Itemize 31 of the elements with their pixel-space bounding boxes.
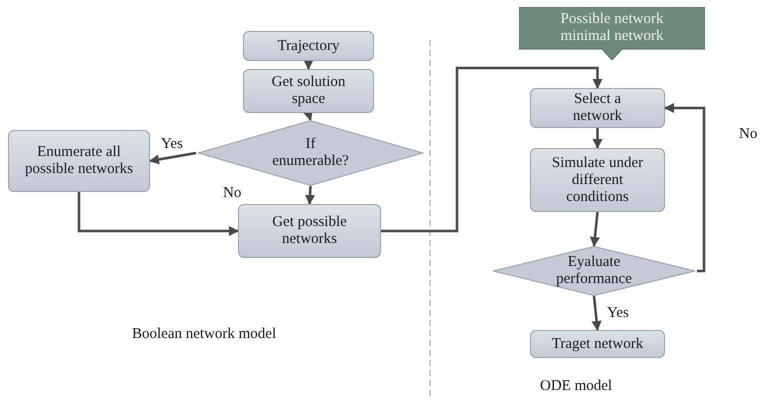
section-caption: Boolean network model [132, 326, 276, 343]
node-text: Select a network [572, 91, 624, 125]
arrow [664, 103, 706, 272]
arrow [78, 192, 239, 236]
callout-box [519, 7, 705, 60]
arrow [592, 128, 602, 149]
node-text: Trajectory [278, 38, 340, 54]
arrow [381, 66, 602, 232]
process-box [238, 204, 381, 258]
decision-diamond [196, 120, 425, 186]
node-text: Enumerate all possible networks [24, 144, 134, 178]
process-box [243, 31, 374, 61]
arrow [592, 296, 602, 331]
node-text: If enumerable? [271, 136, 350, 170]
decision-diamond [491, 246, 697, 296]
node-text: Get solution space [270, 74, 346, 108]
node-text: Traget network [552, 336, 644, 352]
process-box [8, 130, 150, 192]
process-box [530, 330, 665, 358]
section-caption: ODE model [540, 378, 612, 395]
node-text: Get possible networks [271, 214, 348, 248]
arrow [305, 186, 315, 205]
arrow [590, 212, 600, 247]
node-text: Simulate under different conditions [550, 154, 644, 206]
process-box [530, 88, 665, 128]
arrow [149, 152, 196, 164]
arrow [304, 60, 314, 70]
node-text: Possible network minimal network [560, 11, 664, 45]
node-text: Eyaluate performance [555, 254, 633, 288]
process-box [530, 148, 665, 212]
process-box [243, 69, 374, 113]
